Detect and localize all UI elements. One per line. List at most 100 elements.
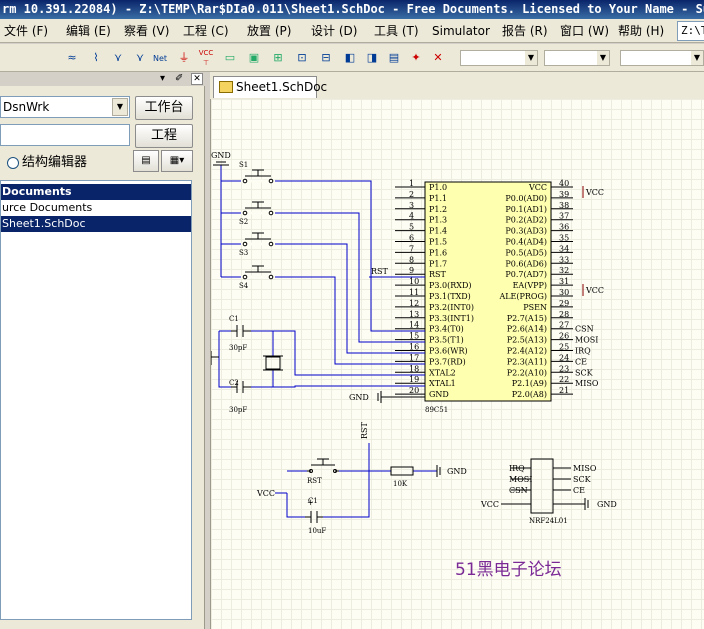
reset-capacitor	[305, 511, 323, 523]
filter-combo-1[interactable]: ▼	[460, 50, 538, 66]
wire-icon[interactable]: ≈	[67, 51, 77, 64]
mcu-net-label: MISO	[575, 379, 599, 388]
net-label-icon[interactable]: ⋎	[135, 51, 145, 64]
nrf-name: NRF24L01	[529, 517, 568, 525]
reset-vcc-label: VCC	[256, 489, 275, 498]
folder-icon[interactable]: ▦▾	[161, 150, 193, 172]
project-button[interactable]: 工程	[135, 124, 193, 148]
nrf-body	[530, 458, 554, 514]
menu-window[interactable]: 窗口 (W)	[560, 24, 610, 38]
close-icon[interactable]: ✕	[191, 73, 203, 85]
mcu-pin-name: PSEN	[523, 303, 547, 312]
filter-combo-2[interactable]: ▼	[544, 50, 610, 66]
mcu-pin-number: 32	[559, 266, 569, 275]
menu-design[interactable]: 设计 (D)	[311, 24, 358, 38]
ground-icon[interactable]: ⏚	[178, 51, 190, 64]
mcu-net-label: IRQ	[575, 347, 591, 356]
pin-icon[interactable]: ✐	[175, 73, 184, 84]
net-label-icon[interactable]: Net	[150, 48, 170, 68]
c2-capacitor	[231, 381, 251, 393]
nrf-pins	[501, 467, 589, 510]
part-icon[interactable]: ▭	[224, 51, 236, 64]
mcu-pin-name: P3.1(TXD)	[429, 292, 471, 301]
mcu-pin-name: P3.5(T1)	[429, 336, 464, 345]
menu-simulator[interactable]: Simulator	[432, 24, 490, 38]
menu-edit[interactable]: 编辑 (E)	[66, 24, 111, 38]
mcu-pin-name: P3.3(INT1)	[429, 314, 474, 323]
tree-item-selected[interactable]: Sheet1.SchDoc	[1, 216, 191, 232]
reset-resistor	[390, 466, 414, 476]
sheet-symbol-icon[interactable]: ▣	[248, 51, 260, 64]
path-input[interactable]: Z:\T	[677, 21, 704, 41]
gnd-label-top: GND	[211, 151, 231, 160]
mcu-pin-number: 28	[559, 310, 569, 319]
mcu-pin-number: 7	[409, 244, 414, 253]
mcu-pin-name: P2.7(A15)	[507, 314, 547, 323]
nrf-ce: CE	[573, 486, 585, 495]
tree-item[interactable]: urce Documents	[2, 201, 93, 214]
structure-editor-option[interactable]: 结构编辑器	[0, 152, 205, 174]
dropdown-icon[interactable]: ▾	[160, 73, 166, 84]
nrf-miso: MISO	[573, 464, 597, 473]
switch-contact	[268, 241, 274, 247]
port-icon[interactable]: ⊡	[297, 51, 307, 64]
switch-contact	[268, 178, 274, 184]
mcu-pin-number: 40	[559, 179, 569, 188]
workspace-button[interactable]: 工作台	[135, 96, 193, 120]
mcu-pin-number: 10	[409, 277, 419, 286]
menu-project[interactable]: 工程 (C)	[183, 24, 229, 38]
radio-button[interactable]	[7, 157, 19, 169]
switch-contact	[242, 178, 248, 184]
reset-button	[307, 458, 339, 473]
mcu-pin-name: P0.5(AD5)	[505, 248, 547, 257]
mcu-pin-name: RST	[429, 270, 447, 279]
mcu-pin-name: P3.6(WR)	[429, 347, 468, 356]
project-text[interactable]	[0, 124, 130, 146]
mcu-pin-number: 16	[409, 343, 419, 352]
mcu-pin-number: 38	[559, 201, 569, 210]
mcu-pin-number: 13	[409, 310, 419, 319]
switch-label: S3	[239, 249, 248, 257]
tree-group[interactable]: Documents	[1, 184, 191, 200]
menu-file[interactable]: 文件 (F)	[4, 24, 49, 38]
no-erc-icon[interactable]: ◧	[344, 51, 356, 64]
mcu-pin-number: 24	[559, 353, 569, 362]
menu-bar: 文件 (F) 编辑 (E) 察看 (V) 工程 (C) 放置 (P) 设计 (D…	[0, 19, 704, 43]
sheet-entry-icon[interactable]: ⊞	[273, 51, 283, 64]
mcu-pin-name: P2.6(A14)	[507, 325, 547, 334]
note-icon[interactable]: ▤	[388, 51, 400, 64]
menu-place[interactable]: 放置 (P)	[247, 24, 292, 38]
menu-help[interactable]: 帮助 (H)	[618, 24, 665, 38]
switch-contact	[268, 210, 274, 216]
mcu-pin-number: 23	[559, 364, 569, 373]
mcu-pin-number: 18	[409, 364, 419, 373]
nrf-mosi: MOSI	[509, 475, 532, 484]
cross-icon[interactable]: ✕	[433, 51, 443, 64]
vcc-net-label-40: VCC	[585, 188, 604, 197]
filter-combo-3[interactable]: ▼	[620, 50, 704, 66]
menu-view[interactable]: 察看 (V)	[124, 24, 170, 38]
mcu-pin-name: P2.4(A12)	[507, 347, 547, 356]
vcc-icon[interactable]: VCC⊤	[198, 49, 214, 67]
bus-icon[interactable]: ⌇	[93, 51, 99, 64]
switch-label: S1	[239, 161, 248, 169]
mcu-pin-name: P0.3(AD3)	[505, 227, 547, 236]
vcc-net-label-31: VCC	[585, 286, 604, 295]
stack-icon[interactable]: ▤	[133, 150, 159, 172]
mcu-pin-number: 22	[559, 375, 569, 384]
bus-entry-icon[interactable]: ⋎	[113, 51, 123, 64]
off-sheet-icon[interactable]: ⊟	[321, 51, 331, 64]
nrf-sck: SCK	[573, 475, 592, 484]
switch-contact	[242, 210, 248, 216]
mcu-pin-number: 1	[409, 179, 414, 188]
document-tab[interactable]: Sheet1.SchDoc	[213, 76, 327, 98]
pin-icon[interactable]: ✦	[411, 51, 421, 64]
directive-icon[interactable]: ◨	[366, 51, 378, 64]
vcc-icon-label: VCC	[198, 49, 214, 57]
menu-reports[interactable]: 报告 (R)	[502, 24, 548, 38]
menu-tools[interactable]: 工具 (T)	[374, 24, 419, 38]
project-combo[interactable]: DsnWrk ▼	[0, 96, 130, 118]
reset-rst-label: RST	[360, 421, 369, 439]
